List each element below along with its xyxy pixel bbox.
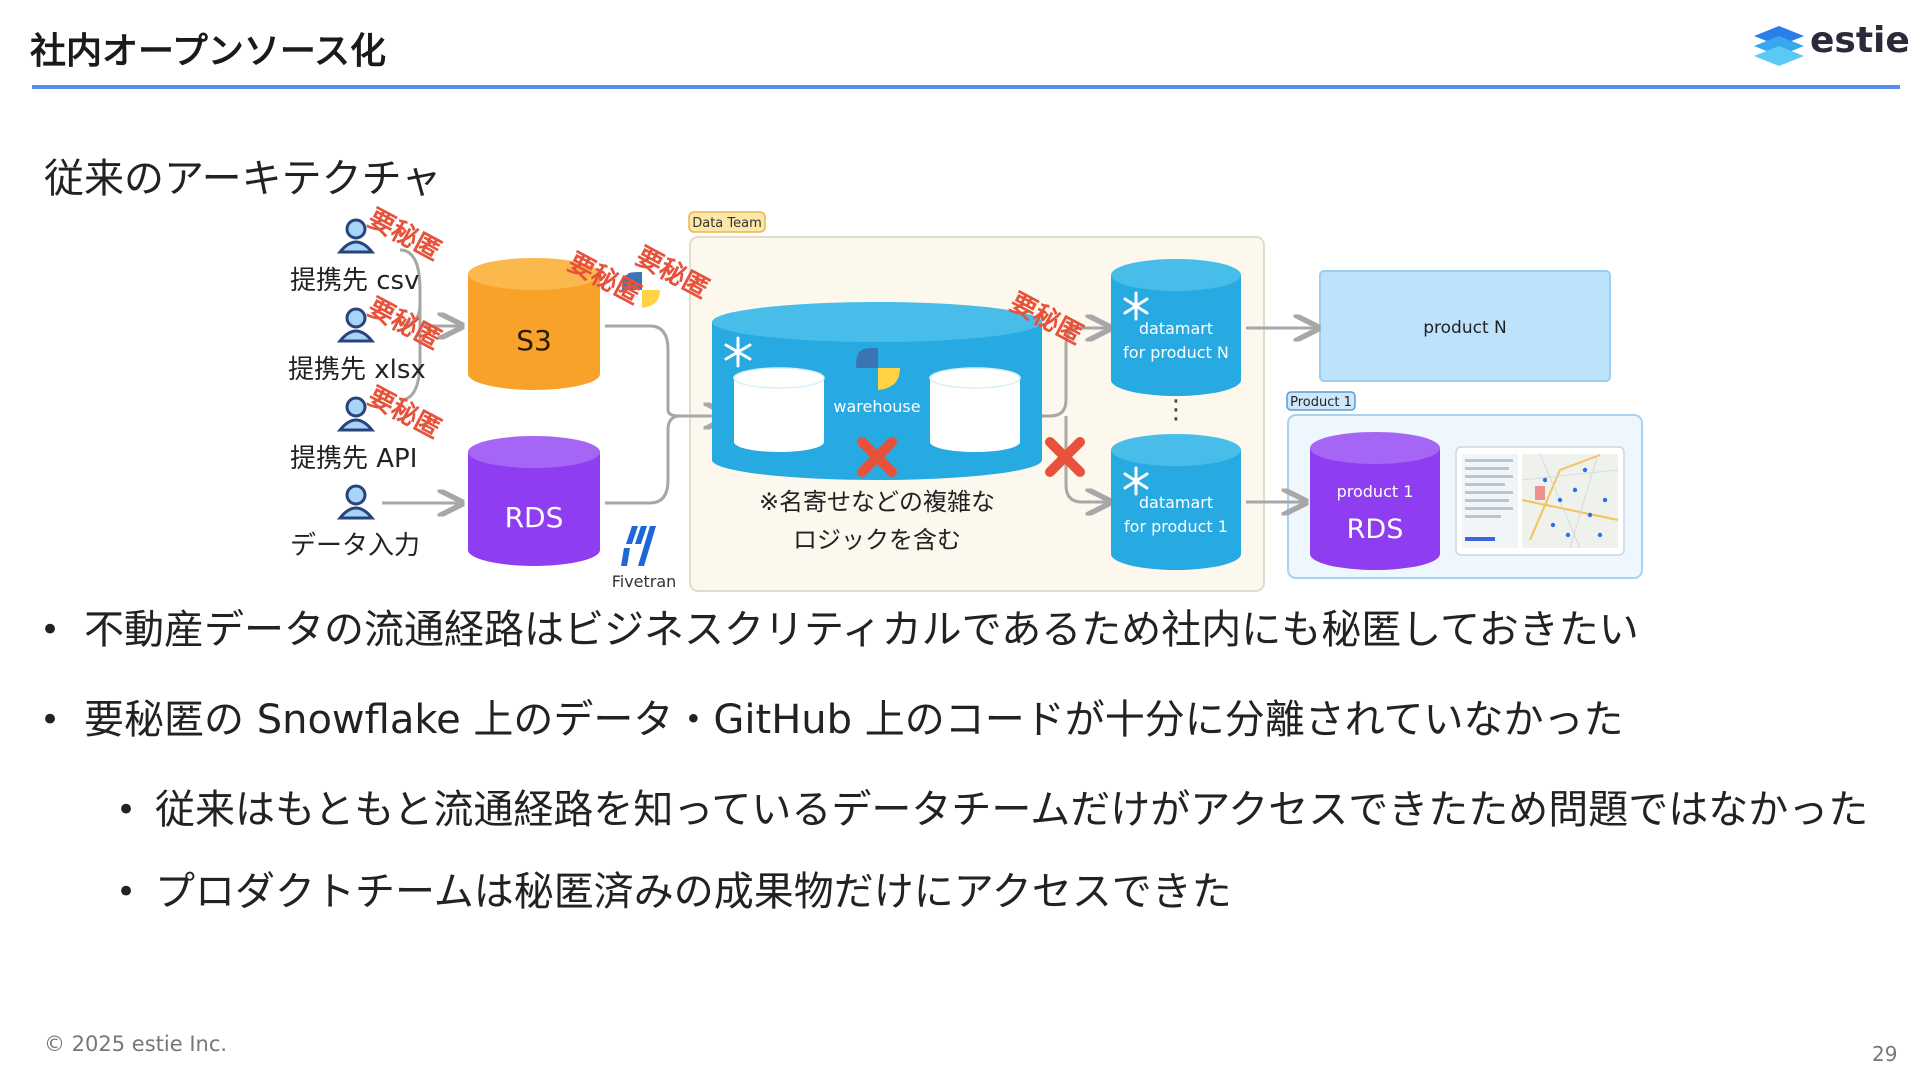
datamart-1-cylinder: datamart for product 1: [1111, 434, 1241, 570]
bullet-dot: •: [116, 872, 137, 912]
bullet-list: • 不動産データの流通経路はビジネスクリティカルであるため社内にも秘匿しておきた…: [40, 606, 1900, 950]
page-number: 29: [1872, 1042, 1898, 1066]
datamart-n-sub: for product N: [1123, 343, 1229, 362]
header-divider: [32, 85, 1900, 89]
secret-stamp: 要秘匿: [363, 203, 446, 267]
blocked-x-icon: [857, 437, 897, 477]
datamart-1-sub: for product 1: [1124, 517, 1228, 536]
source-label-api: 提携先 API: [290, 444, 417, 474]
person-icon: [336, 484, 376, 520]
product-n-label: product N: [1423, 318, 1507, 338]
secret-stamp: 要秘匿: [363, 381, 446, 445]
source-rds-label: RDS: [505, 501, 564, 534]
bullet-text: 不動産データの流通経路はビジネスクリティカルであるため社内にも秘匿しておきたい: [84, 607, 1639, 653]
product-1-rds-cylinder: product 1 RDS: [1310, 432, 1440, 570]
person-icons: [336, 218, 376, 520]
bullet-dot: •: [40, 700, 61, 740]
inner-table-cylinder-1: [733, 367, 825, 452]
estie-logo-icon: [1754, 26, 1804, 66]
blocked-x-icon: [1045, 437, 1085, 477]
product-1-db-label: product 1: [1337, 482, 1414, 501]
inner-table-cylinder-2: [929, 367, 1021, 452]
architecture-diagram: Data Team product N Product 1 提携先 csv 提携…: [288, 203, 1643, 592]
bullet-item: • 不動産データの流通経路はビジネスクリティカルであるため社内にも秘匿しておきた…: [40, 606, 1900, 654]
section-subtitle: 従来のアーキテクチャ: [44, 156, 442, 202]
datamart-1-label: datamart: [1139, 493, 1213, 512]
s3-label: S3: [516, 324, 552, 357]
product-1-tag: [1286, 391, 1356, 411]
bullet-dot: •: [40, 610, 61, 650]
datamart-ellipsis: ⋮: [1163, 395, 1189, 425]
python-icon: [622, 272, 660, 308]
snowflake-icon: [724, 336, 752, 368]
note-line-1: ※名寄せなどの複雑な: [759, 488, 995, 516]
python-icon: [856, 348, 900, 390]
copyright: © 2025 estie Inc.: [44, 1032, 228, 1056]
warehouse-label: warehouse: [833, 397, 920, 416]
secret-stamp: 要秘匿: [363, 292, 446, 356]
bullet-item: • 要秘匿の Snowflake 上のデータ・GitHub 上のコードが十分に分…: [40, 696, 1900, 744]
datamart-n-cylinder: datamart for product N: [1111, 259, 1241, 396]
bullet-text: 従来はもともと流通経路を知っているデータチームだけがアクセスできたため問題ではな…: [155, 787, 1869, 833]
person-icon: [336, 307, 376, 343]
sub-bullet-item: • プロダクトチームは秘匿済みの成果物だけにアクセスできた: [40, 868, 1900, 916]
person-icon: [336, 396, 376, 432]
datamart-n-label: datamart: [1139, 319, 1213, 338]
bullet-dot: •: [116, 790, 137, 830]
fivetran-label: Fivetran: [612, 572, 677, 591]
data-team-label: Data Team: [692, 216, 762, 231]
sub-bullet-item: • 従来はもともと流通経路を知っているデータチームだけがアクセスできたため問題で…: [40, 786, 1900, 834]
connectors: [382, 248, 1318, 503]
s3-cylinder: S3: [468, 258, 600, 390]
estie-logo-text: estie: [1810, 20, 1910, 61]
fivetran-icon: [621, 526, 656, 566]
source-rds-cylinder: RDS: [468, 436, 600, 566]
bullet-text: 要秘匿の Snowflake 上のデータ・GitHub 上のコードが十分に分離さ…: [84, 697, 1624, 743]
bullet-text: プロダクトチームは秘匿済みの成果物だけにアクセスできた: [155, 869, 1232, 915]
data-team-tag: [688, 211, 766, 233]
person-icon: [336, 218, 376, 254]
source-label-manual: データ入力: [290, 531, 420, 561]
app-screenshot-thumbnail: [1455, 446, 1625, 556]
source-label-xlsx: 提携先 xlsx: [288, 355, 426, 385]
product-1-tag-label: Product 1: [1290, 395, 1352, 410]
note-line-2: ロジックを含む: [793, 526, 961, 554]
page-title: 社内オープンソース化: [30, 31, 387, 72]
product-1-db-name: RDS: [1347, 514, 1404, 545]
source-label-csv: 提携先 csv: [290, 266, 420, 296]
